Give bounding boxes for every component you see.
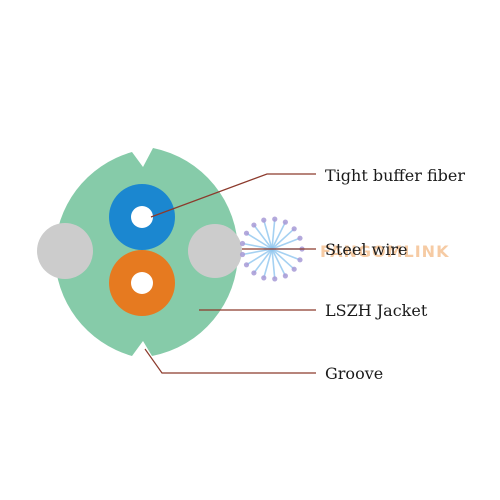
steel-wire-left [37,223,93,279]
watermark-ray-tip [239,240,246,247]
watermark-ray-tip [251,222,257,228]
watermark-ray [263,248,273,279]
watermark-ray-tip [297,235,303,241]
watermark-ray-tip [297,257,303,263]
watermark-ray [271,237,301,250]
steel-wire-right [188,224,242,278]
watermark-ray [253,248,273,274]
watermark-ray-tip [261,275,267,281]
leader-line-groove [144,348,316,374]
watermark-ray [271,221,287,250]
watermark-ray-tip [239,251,246,258]
watermark-ray-tip [272,216,278,222]
watermark-ray [271,248,276,279]
label-lszh-jacket: LSZH Jacket [325,301,428,320]
watermark-ray [271,248,301,261]
watermark-ray-tip [243,230,250,236]
watermark-ray-tip [291,226,297,232]
label-tight-buffer-fiber: Tight buffer fiber [325,166,465,185]
watermark-ray-tip [282,273,288,279]
fiber-core-orange [131,272,153,294]
label-steel-wire: Steel wire [325,240,407,259]
watermark-ray [271,219,276,250]
label-groove: Groove [325,364,383,383]
watermark-ray-tip [291,266,297,272]
fiber-core-blue [131,206,153,228]
watermark-ray [271,248,295,270]
watermark-ray [263,219,273,250]
leader-line-tight-buffer-fiber [150,173,316,218]
watermark-ray-tip [282,219,288,225]
watermark-ray [246,232,273,250]
watermark-ray-tip [243,262,250,268]
watermark-ray [271,228,295,250]
watermark-text: FANGOMLINK [320,242,449,261]
watermark-ray-tip [261,217,267,223]
watermark-ray [271,248,287,277]
watermark-ray-tip [251,270,257,276]
watermark-ray [242,248,273,256]
watermark-ray-tip [272,276,278,282]
watermark-ray [253,224,273,250]
watermark-ray [242,242,273,250]
watermark-ray [246,248,273,266]
